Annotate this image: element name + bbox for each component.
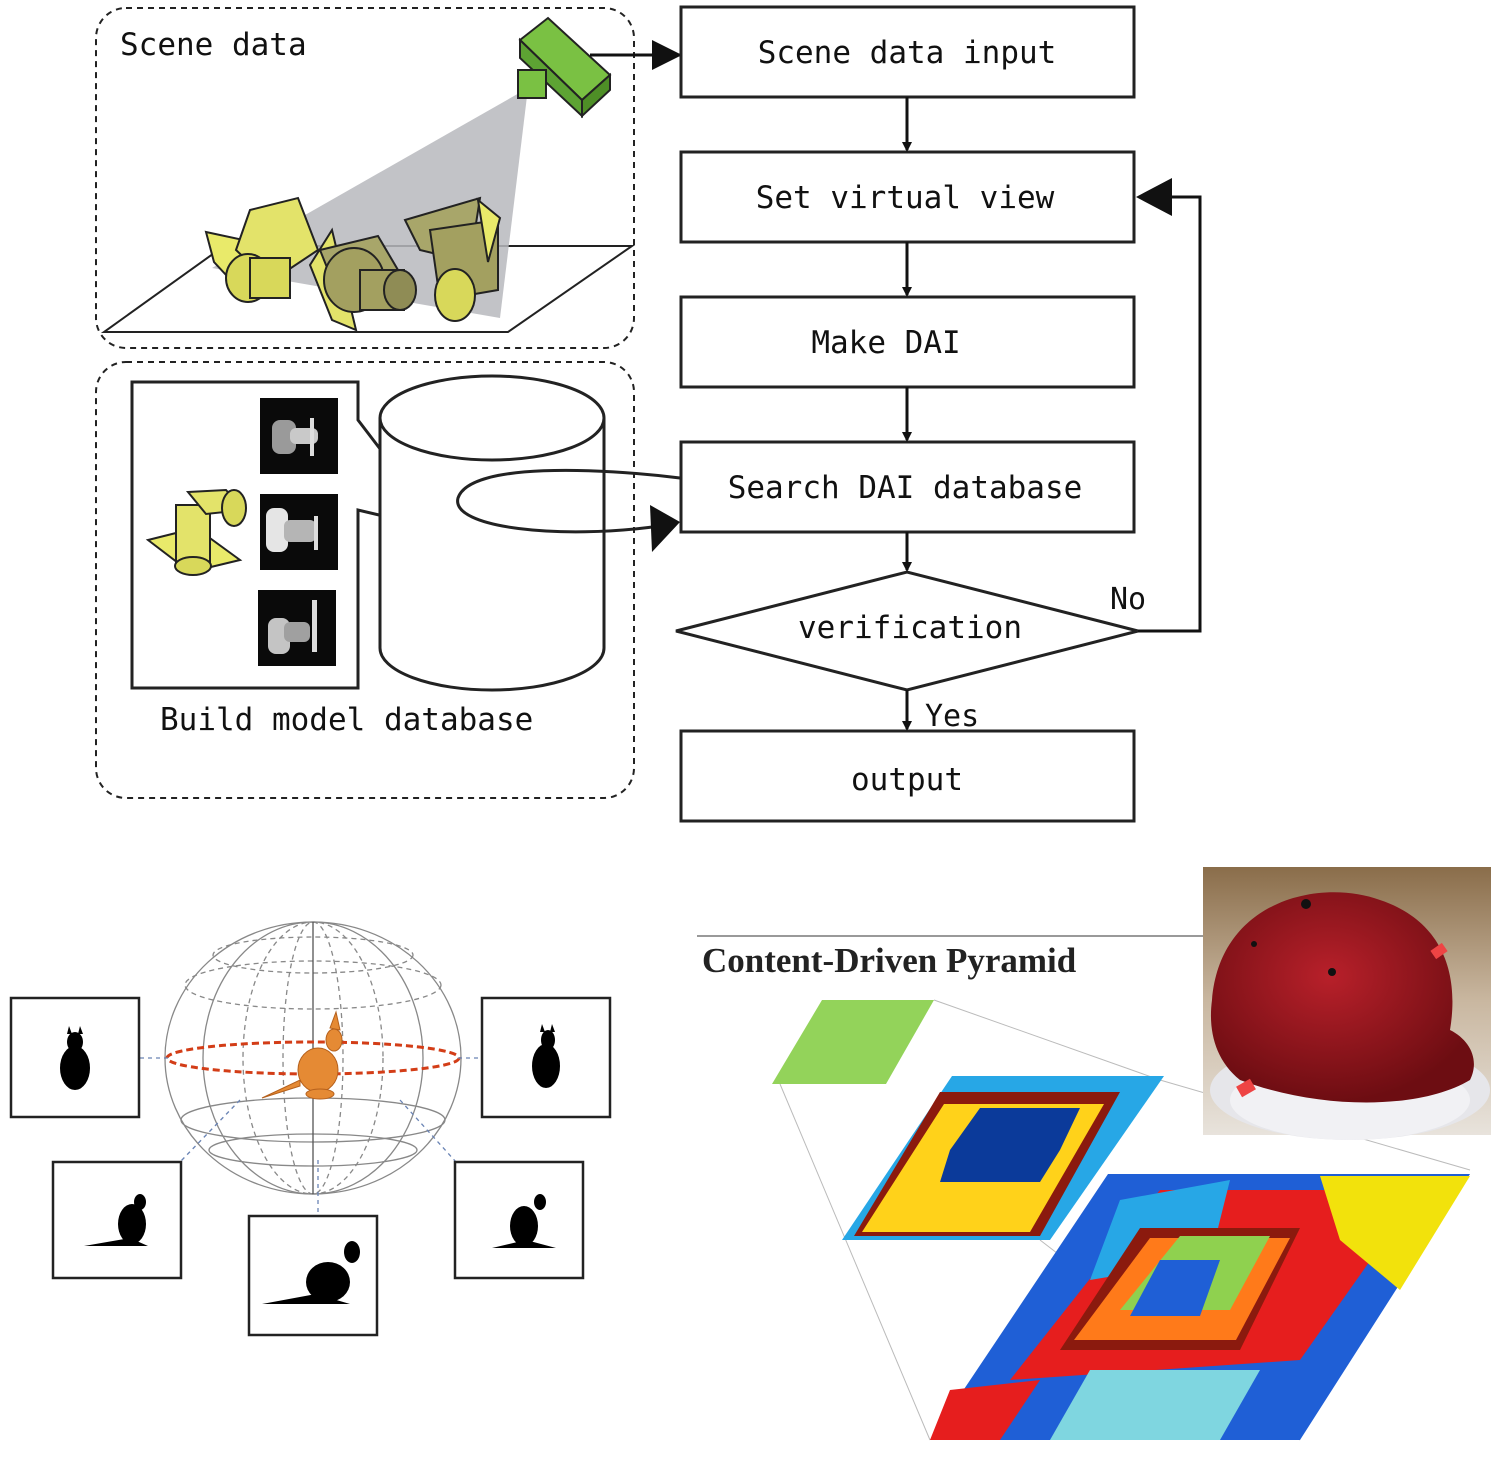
- depth-view-thumbnail: [260, 494, 338, 570]
- no-feedback-line: [1138, 195, 1202, 633]
- silhouette-view-frame: [51, 1160, 183, 1280]
- step-box-scene-input: [679, 5, 1136, 99]
- step-label-scene-input: Scene data input: [758, 35, 1057, 71]
- scene-data-panel: Scene data: [95, 7, 636, 349]
- scene-objects-pile: [204, 196, 502, 332]
- pyramid-title: Content-Driven Pyramid: [702, 941, 1077, 980]
- no-label: No: [1110, 582, 1146, 617]
- output-label: output: [851, 762, 963, 798]
- silhouette-view-frame: [480, 996, 612, 1119]
- pyramid-level-1: [842, 1076, 1164, 1240]
- camera-icon: [517, 16, 612, 119]
- step-label-make-dai: Make DAI: [811, 325, 960, 361]
- silhouette-view-frame: [453, 1160, 585, 1280]
- step-label-virtual-view: Set virtual view: [756, 180, 1055, 216]
- database-search-loop: [456, 468, 681, 534]
- depth-view-thumbnail: [260, 398, 338, 474]
- view-sphere: [164, 921, 462, 1195]
- silhouette-view-frame: [247, 1214, 379, 1337]
- model-database-panel: Build model database: [95, 361, 681, 799]
- view-guide-lines: [140, 1057, 482, 1215]
- kangaroo-model-icon: [261, 1010, 343, 1100]
- decision-label: verification: [798, 610, 1022, 646]
- output-box: [679, 729, 1136, 823]
- model-panel-caption: Build model database: [160, 702, 533, 738]
- flowchart: Scene data input Set virtual view Make D…: [675, 5, 1202, 823]
- yes-label: Yes: [925, 699, 979, 734]
- silhouette-view-frame: [9, 996, 141, 1119]
- step-box-virtual-view: [679, 150, 1136, 244]
- no-feedback-arrowhead: [1136, 178, 1172, 216]
- model-object-icon: [145, 488, 247, 576]
- loop-arrowhead: [650, 505, 680, 552]
- viewpoint-sphere-diagram: [9, 921, 612, 1337]
- step-box-make-dai: [679, 295, 1136, 389]
- step-label-search-dai: Search DAI database: [728, 470, 1083, 506]
- scene-panel-title: Scene data: [120, 27, 307, 63]
- content-driven-pyramid: Content-Driven Pyramid: [697, 867, 1491, 1441]
- depth-view-thumbnail: [258, 590, 336, 666]
- pyramid-level-0: [772, 1000, 934, 1084]
- database-cylinder-icon: [378, 374, 606, 692]
- pyramid-level-2: [930, 1174, 1470, 1440]
- floor-plane: [100, 245, 636, 333]
- hat-photo: [1203, 867, 1491, 1140]
- step-box-search-dai: [679, 440, 1136, 534]
